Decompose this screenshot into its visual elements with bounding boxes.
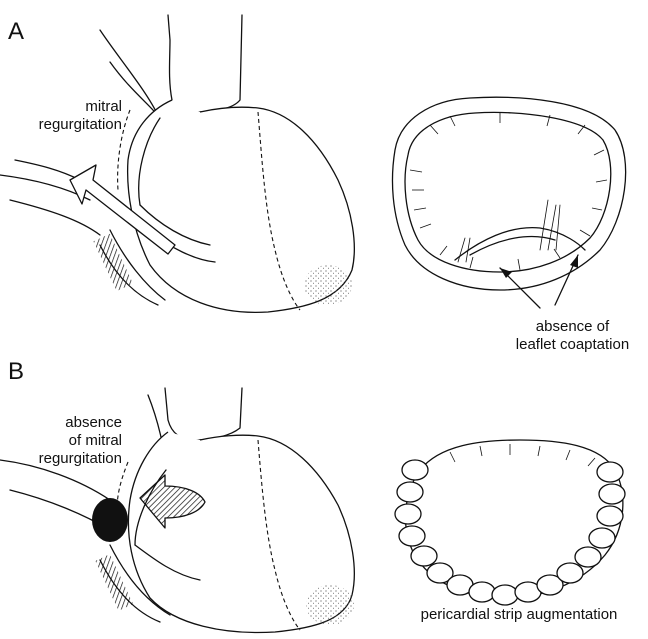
panel-letter-b: B bbox=[8, 360, 24, 384]
heart-label-b: absence of mitral regurgitation bbox=[2, 414, 122, 468]
valve-drawing-b bbox=[395, 440, 625, 605]
panel-letter-a: A bbox=[8, 20, 24, 44]
valve-label-b: pericardial strip augmentation bbox=[392, 606, 646, 624]
heart-label-a: mitral regurgitation bbox=[2, 98, 122, 134]
valve-drawing-a bbox=[392, 97, 625, 308]
pericardial-strip-segments bbox=[395, 460, 625, 605]
heart-drawing-a bbox=[0, 15, 354, 312]
valve-label-a: absence of leaflet coaptation bbox=[500, 318, 645, 354]
